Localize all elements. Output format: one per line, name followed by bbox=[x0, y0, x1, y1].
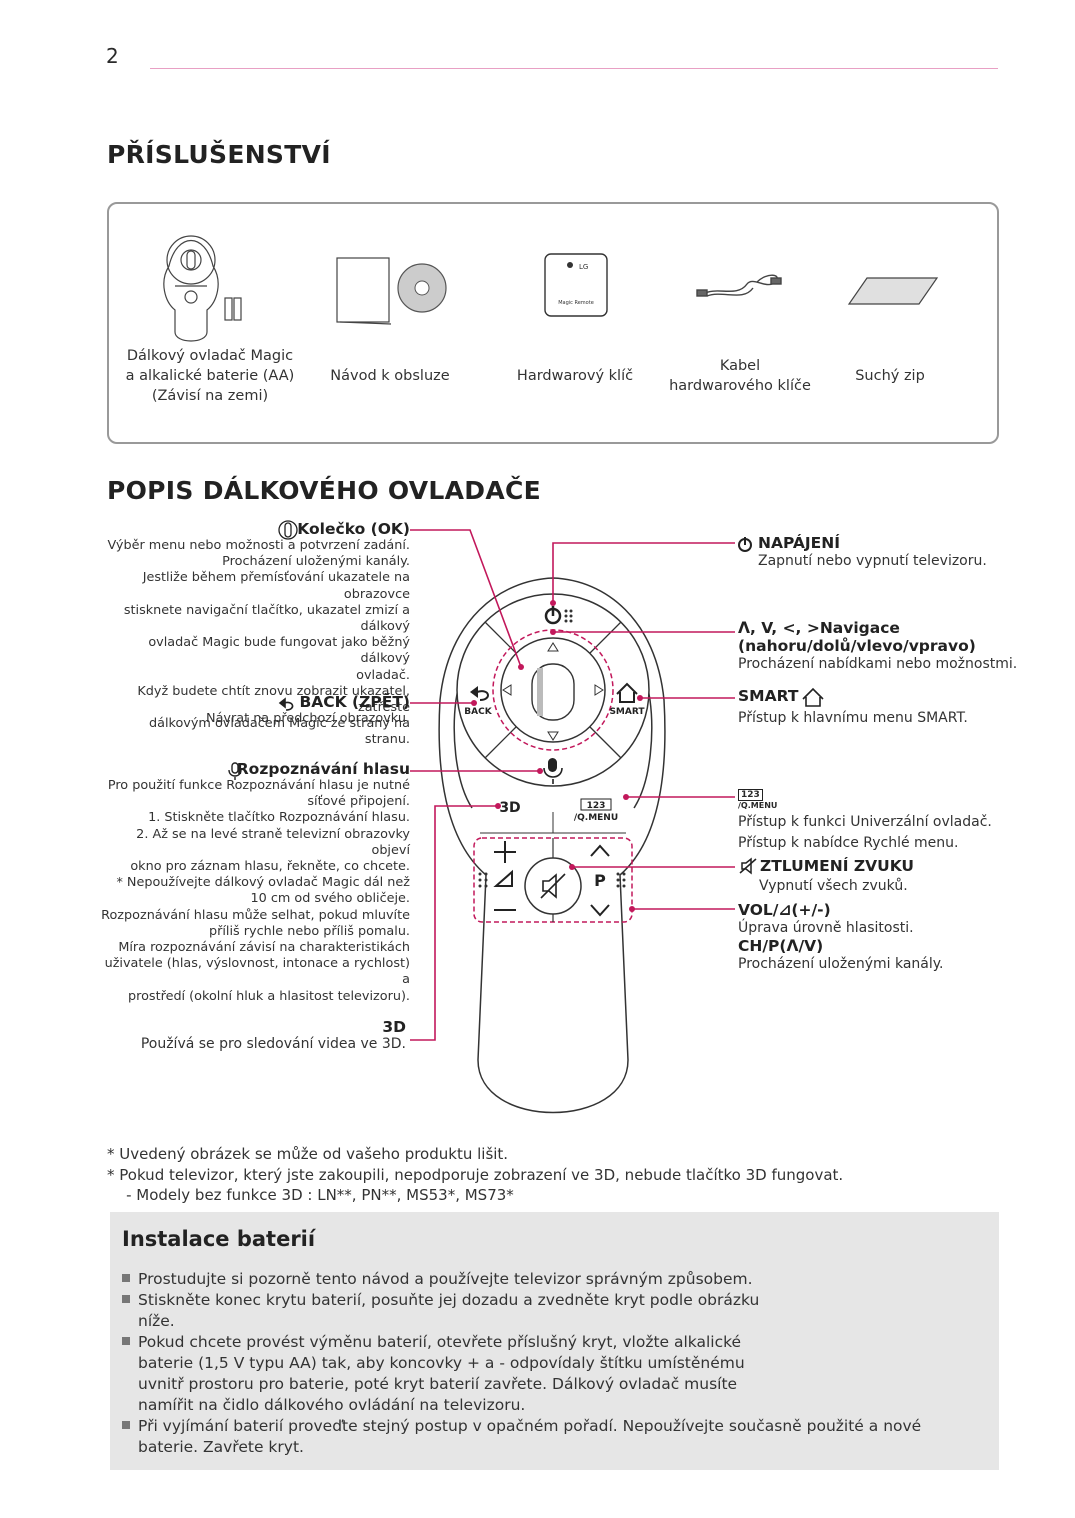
dongle-cable-icon bbox=[696, 274, 782, 297]
accessory-label-cable: Kabel hardwarového klíče bbox=[669, 358, 811, 394]
battery-section bbox=[110, 1212, 999, 1470]
power-label-icon bbox=[738, 537, 752, 552]
accessories-heading: PŘÍSLUŠENSTVÍ bbox=[107, 140, 331, 169]
accessory-label-dongle: Hardwarový klíč bbox=[516, 368, 634, 384]
hardware-dongle-icon: LG Magic Remote bbox=[544, 253, 608, 317]
notes: * Uvedený obrázek se může od vašeho prod… bbox=[107, 1145, 844, 1204]
volume-icon bbox=[493, 869, 513, 887]
ch-up-icon bbox=[590, 844, 610, 857]
nav-left-icon bbox=[502, 684, 512, 696]
owners-manual-icon bbox=[336, 257, 392, 325]
voice-label: Rozpoznávání hlasu Pro použití funkce Ro… bbox=[101, 760, 410, 1004]
ch-down-icon bbox=[590, 904, 610, 917]
remote-heading: POPIS DÁLKOVÉHO OVLADAČE bbox=[107, 476, 542, 505]
list-item: Prostudujte si pozorně tento návod a pou… bbox=[122, 1269, 992, 1290]
wheel-label-icon bbox=[278, 520, 298, 540]
list-item: Při vyjímání baterií proveďte stejný pos… bbox=[122, 1416, 992, 1437]
3d-label: 3D Používá se pro sledování videa ve 3D. bbox=[140, 1018, 406, 1052]
dongle-logo-text: LG bbox=[579, 263, 588, 271]
mute-label: . Vypnutí všech zvuků. bbox=[759, 878, 908, 894]
list-item: Pokud chcete provést výměnu baterií, ote… bbox=[122, 1332, 992, 1353]
power-title: NAPÁJENÍ bbox=[758, 534, 840, 552]
magic-remote-thumbnail-icon bbox=[163, 235, 219, 342]
svg-text:123: 123 bbox=[587, 801, 606, 811]
svg-text:SMART: SMART bbox=[609, 707, 645, 717]
battery-title: Instalace baterií bbox=[122, 1227, 316, 1251]
cd-icon bbox=[397, 263, 447, 313]
wheel-label: Kolečko (OK) Výběr menu nebo možnosti a … bbox=[107, 520, 411, 748]
mute-title: ZTLUMENÍ ZVUKU bbox=[760, 857, 915, 875]
accessory-label-remote: Dálkový ovladač Magic a alkalické bateri… bbox=[125, 348, 295, 404]
nav-down-icon bbox=[547, 731, 559, 741]
accessories-box bbox=[107, 202, 999, 444]
back-icon bbox=[470, 686, 478, 698]
voice-label-icon bbox=[228, 762, 242, 780]
header-rule bbox=[150, 68, 998, 69]
svg-text:P: P bbox=[594, 871, 606, 890]
svg-text:BACK: BACK bbox=[464, 707, 492, 717]
mic-icon bbox=[548, 758, 557, 772]
back-label: BACK (ZPĚT) Návrat na předchozí obrazovk… bbox=[206, 693, 410, 726]
nav-up-icon bbox=[547, 642, 559, 652]
qmenu-label: 123 /Q.MENU Přístup k funkci Univerzální… bbox=[738, 789, 992, 851]
velcro-icon bbox=[847, 277, 939, 305]
page-number: 2 bbox=[106, 44, 119, 68]
nav-right-icon bbox=[594, 684, 604, 696]
accessory-label-velcro: Suchý zip bbox=[855, 368, 925, 384]
aa-batteries-icon bbox=[224, 297, 242, 321]
back-label-icon bbox=[278, 697, 294, 711]
accessory-illustrations: LG Magic Remote bbox=[163, 235, 939, 342]
mute-icon bbox=[542, 873, 557, 899]
smart-label-icon bbox=[802, 687, 824, 707]
navigation-label: Λ, V, <, >Navigace (nahoru/dolů/vlevo/vp… bbox=[738, 619, 1018, 672]
dongle-label-text: Magic Remote bbox=[558, 300, 594, 306]
keypad-icon bbox=[580, 798, 612, 811]
mute-label-icon bbox=[739, 857, 757, 875]
smart-label: SMART Přístup k hlavnímu menu SMART. bbox=[738, 687, 968, 726]
smart-home-icon bbox=[616, 682, 638, 703]
3d-button-label: 3D bbox=[499, 800, 520, 816]
battery-list: Prostudujte si pozorně tento návod a pou… bbox=[122, 1269, 992, 1458]
list-item: Stiskněte konec krytu baterií, posuňte j… bbox=[122, 1290, 992, 1311]
vol-ch-label: VOL/⊿(+/-) Úprava úrovně hlasitosti. CH/… bbox=[738, 901, 944, 972]
power-label: . Zapnutí nebo vypnutí televizoru. bbox=[758, 553, 987, 569]
accessory-label-manual: Návod k obsluze bbox=[330, 368, 450, 384]
svg-text:/Q.MENU: /Q.MENU bbox=[574, 813, 618, 823]
